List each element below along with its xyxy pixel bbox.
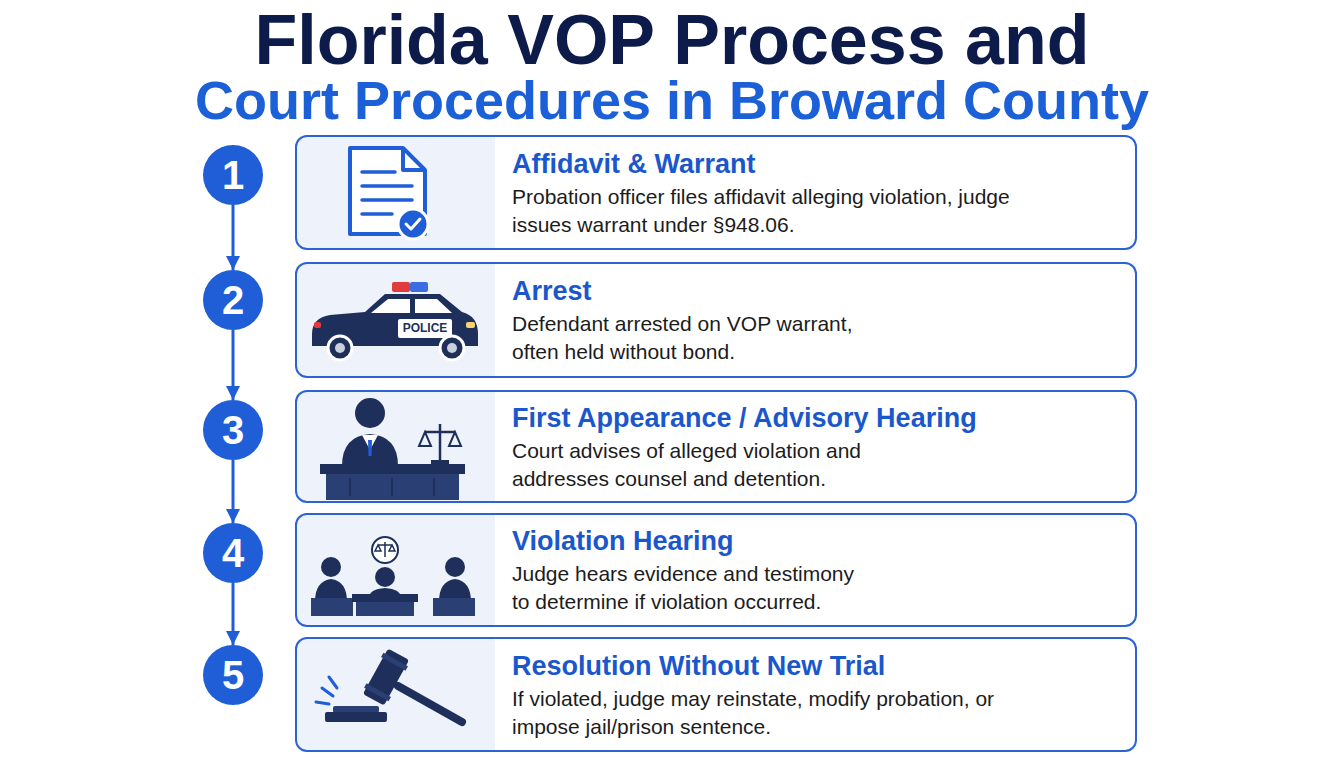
flow-arrow — [232, 583, 235, 645]
step-description: If violated, judge may reinstate, modify… — [512, 685, 1000, 741]
car-label: POLICE — [398, 320, 452, 336]
step-heading: Affidavit & Warrant — [512, 147, 1135, 181]
step-heading: Resolution Without New Trial — [512, 649, 1135, 683]
step-number: 4 — [222, 533, 244, 573]
step-number-circle: 2 — [203, 270, 263, 330]
step-number-circle: 3 — [203, 400, 263, 460]
step-heading: Violation Hearing — [512, 524, 1135, 558]
step-description: Judge hears evidence and testimony to de… — [512, 560, 866, 616]
process-box: Resolution Without New TrialIf violated,… — [295, 637, 1137, 752]
document-icon — [350, 148, 428, 239]
diagram-title: Florida VOP Process and Court Procedures… — [172, 10, 1172, 130]
step-number: 3 — [222, 410, 244, 450]
step-description: Court advises of alleged violation and a… — [512, 437, 907, 493]
step-description: Probation officer files affidavit allegi… — [512, 183, 1012, 239]
step-number: 2 — [222, 280, 244, 320]
step-description: Defendant arrested on VOP warrant, often… — [512, 310, 892, 366]
step-number-circle: 1 — [203, 145, 263, 205]
process-box: Violation HearingJudge hears evidence an… — [295, 513, 1137, 627]
flow-arrow — [232, 330, 235, 400]
step-number-circle: 5 — [203, 645, 263, 705]
flow-arrow — [232, 205, 235, 270]
step-number: 5 — [222, 655, 244, 695]
step-heading: Arrest — [512, 274, 1135, 308]
step-number: 1 — [222, 155, 244, 195]
step-number-circle: 4 — [203, 523, 263, 583]
step-heading: First Appearance / Advisory Hearing — [512, 401, 1135, 435]
flow-arrow — [232, 460, 235, 523]
